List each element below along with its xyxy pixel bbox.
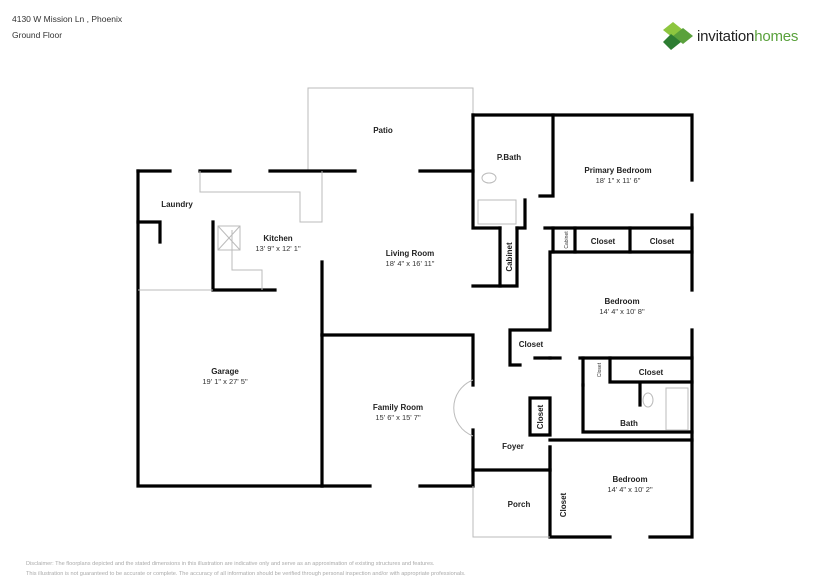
floor-label: Ground Floor <box>12 30 63 40</box>
room-name-porch: Porch <box>508 500 531 509</box>
room-name-laundry: Laundry <box>161 200 193 209</box>
room-dims-living-room: 18' 4" x 16' 11" <box>386 259 435 268</box>
room-name-bedroom-2: Bedroom <box>612 475 647 484</box>
room-name-closet-4: Closet <box>639 368 664 377</box>
room-name-closet-2: Closet <box>650 237 675 246</box>
address: 4130 W Mission Ln , Phoenix <box>12 14 123 24</box>
room-name-primary-bedroom: Primary Bedroom <box>584 166 651 175</box>
room-name-closet-5: Closet <box>536 404 545 429</box>
room-name-closet-1: Closet <box>591 237 616 246</box>
room-dims-primary-bedroom: 18' 1" x 11' 6" <box>596 176 641 185</box>
room-name-closet-6: Closet <box>559 492 568 517</box>
room-name-closet-3: Closet <box>519 340 544 349</box>
logo-mark-icon <box>663 22 693 50</box>
room-name-closet-small-2: Closet <box>597 362 603 377</box>
room-dims-family-room: 15' 6" x 15' 7" <box>375 413 421 422</box>
room-name-patio: Patio <box>373 126 393 135</box>
invitation-homes-logo: invitationhomes <box>663 22 798 50</box>
patio-outline <box>307 87 474 171</box>
room-name-garage: Garage <box>211 367 239 376</box>
disclaimer-line-1: Disclaimer: The floorplans depicted and … <box>26 561 435 567</box>
room-name-bedroom-1: Bedroom <box>604 297 639 306</box>
room-dims-garage: 19' 1" x 27' 5" <box>202 377 248 386</box>
disclaimer-line-2: This illustration is not guaranteed to b… <box>26 571 466 577</box>
room-name-cabinet: Cabinet <box>505 242 514 272</box>
room-name-family-room: Family Room <box>373 403 423 412</box>
room-name-foyer: Foyer <box>502 442 524 451</box>
room-name-pbath: P.Bath <box>497 153 521 162</box>
room-dims-bedroom-1: 14' 4" x 10' 8" <box>599 307 645 316</box>
room-name-kitchen: Kitchen <box>263 234 292 243</box>
logo-text: invitationhomes <box>697 27 799 45</box>
room-dims-kitchen: 13' 9" x 12' 1" <box>255 244 301 253</box>
room-name-bath: Bath <box>620 419 638 428</box>
room-name-living-room: Living Room <box>386 249 434 258</box>
room-name-cabinet-small: Cabinet <box>564 231 570 249</box>
room-dims-bedroom-2: 14' 4" x 10' 2" <box>607 485 653 494</box>
